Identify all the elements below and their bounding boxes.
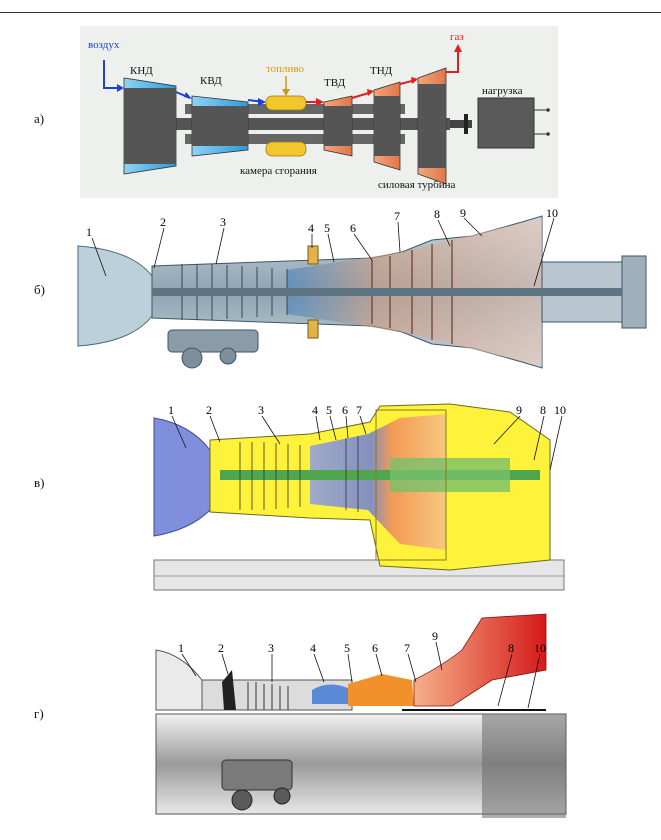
panel-v-label: в) [34,475,45,490]
panel-g-label: г) [34,706,44,721]
panel-v-callout-1: 1 [168,403,174,417]
kvd-label: КВД [200,75,222,87]
panel-v-callout-5: 5 [326,403,332,417]
panel-b-callout-6: 6 [350,221,356,235]
fuel-label: топливо [266,63,305,75]
panel-v-callout-7: 7 [356,403,362,417]
panel-g-callout-1: 1 [178,641,184,655]
panel-b-callout-1: 1 [86,225,92,239]
panel-g-callout-3: 3 [268,641,274,655]
panel-v-callout-3: 3 [258,403,264,417]
panel-b-callout-4: 4 [308,221,314,235]
panel-b-callout-8: 8 [434,207,440,221]
panel-g-callout-10: 10 [534,641,546,655]
load-label: нагрузка [482,85,523,97]
gas-label: газ [450,31,464,43]
panel-v-callout-10: 10 [554,403,566,417]
panel-v-callout-2: 2 [206,403,212,417]
panel-g-callout-2: 2 [218,641,224,655]
panel-g-callout-7: 7 [404,641,410,655]
panel-g-callout-4: 4 [310,641,316,655]
panel-g-callout-8: 8 [508,641,514,655]
top-rule [0,12,661,13]
panel-b-callout-5: 5 [324,221,330,235]
panel-b-callout-9: 9 [460,206,466,220]
panel-g-callout-5: 5 [344,641,350,655]
panel-b-engine-cutaway: 1 2 3 4 5 6 7 8 9 10 [72,206,652,378]
panel-b-callout-2: 2 [160,215,166,229]
panel-g-callout-6: 6 [372,641,378,655]
knd-label: КНД [130,65,153,77]
panel-v-engine-cutaway: 1 2 3 4 5 6 7 9 8 10 [150,400,570,596]
tnd-label: ТНД [370,65,393,77]
panel-a-schematic: воздух КНД КВД топливо ТВД ТНД газ нагру… [80,26,558,198]
panel-b-callout-3: 3 [220,215,226,229]
panel-v-callout-6: 6 [342,403,348,417]
panel-b-callout-10: 10 [546,206,558,220]
air-label: воздух [88,39,120,51]
panel-b-callout-7: 7 [394,209,400,223]
panel-g-engine-cutaway: 1 2 3 4 5 6 7 9 8 10 [152,610,572,824]
panel-v-callout-4: 4 [312,403,318,417]
combustion-chamber-label: камера сгорания [240,165,317,177]
tvd-label: ТВД [324,77,346,89]
panel-v-callout-8: 8 [540,403,546,417]
panel-g-callout-9: 9 [432,629,438,643]
panel-a-label: а) [34,111,45,126]
panel-b-label: б) [34,282,45,297]
power-turbine-label: силовая турбина [378,179,456,191]
panel-v-callout-9: 9 [516,403,522,417]
